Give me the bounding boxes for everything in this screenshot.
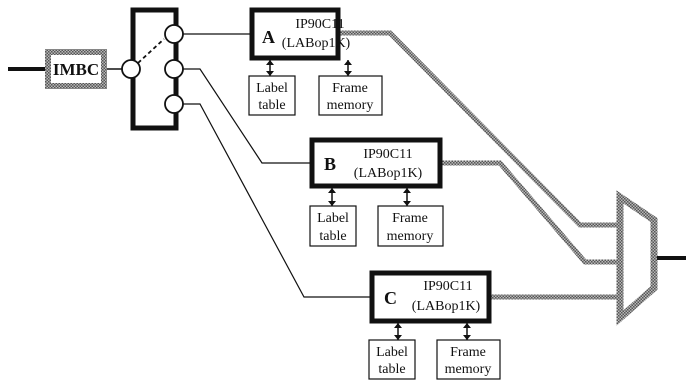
- svg-text:Label: Label: [317, 211, 349, 226]
- switch-output-b: [164, 59, 184, 79]
- processor-c-frame-memory: Frame memory: [436, 339, 501, 380]
- processor-c-arrows: [394, 323, 471, 340]
- route-line-b: [183, 68, 312, 164]
- svg-text:Label: Label: [376, 345, 408, 360]
- processor-b-sub: (LABop1K): [354, 166, 423, 181]
- processor-c-label-table: Label table: [368, 339, 416, 380]
- processor-a-arrows: [266, 60, 352, 76]
- processor-c-sub: (LABop1K): [412, 299, 481, 314]
- processor-c: C IP90C11 (LABop1K): [369, 270, 492, 324]
- processor-a-chip: IP90C11: [295, 17, 344, 32]
- route-line-c: [183, 103, 372, 298]
- processor-b: B IP90C11 (LABop1K): [309, 137, 443, 189]
- svg-text:memory: memory: [445, 362, 492, 377]
- svg-text:table: table: [378, 362, 405, 377]
- svg-text:table: table: [319, 229, 346, 244]
- svg-text:Label: Label: [256, 81, 288, 96]
- svg-text:Frame: Frame: [450, 345, 486, 360]
- processor-b-frame-memory: Frame memory: [377, 205, 444, 247]
- processor-a-frame-memory: Frame memory: [318, 75, 383, 116]
- processor-b-chip: IP90C11: [363, 147, 412, 162]
- processor-a-sub: (LABop1K): [282, 36, 351, 51]
- switch-output-a: [164, 24, 184, 44]
- bus-line-b: [440, 160, 625, 265]
- switch-input-node: [121, 59, 141, 79]
- imbc-block: IMBC: [45, 49, 107, 89]
- svg-text:memory: memory: [327, 98, 374, 113]
- processor-b-letter: B: [324, 154, 336, 174]
- svg-text:Frame: Frame: [332, 81, 368, 96]
- processor-a-letter: A: [262, 27, 275, 47]
- bus-line-a: [339, 30, 625, 228]
- switch-output-c: [164, 94, 184, 114]
- svg-text:Frame: Frame: [392, 211, 428, 226]
- svg-text:table: table: [258, 98, 285, 113]
- multiplexer: [616, 190, 658, 326]
- processor-b-arrows: [328, 188, 411, 206]
- processor-c-chip: IP90C11: [423, 279, 472, 294]
- switch-selector: [137, 38, 165, 64]
- processor-a-label-table: Label table: [248, 75, 296, 116]
- processor-a: A IP90C11 (LABop1K): [249, 7, 351, 61]
- processor-c-letter: C: [384, 288, 397, 308]
- processor-b-label-table: Label table: [309, 205, 357, 247]
- svg-text:memory: memory: [387, 229, 434, 244]
- imbc-label: IMBC: [53, 60, 99, 79]
